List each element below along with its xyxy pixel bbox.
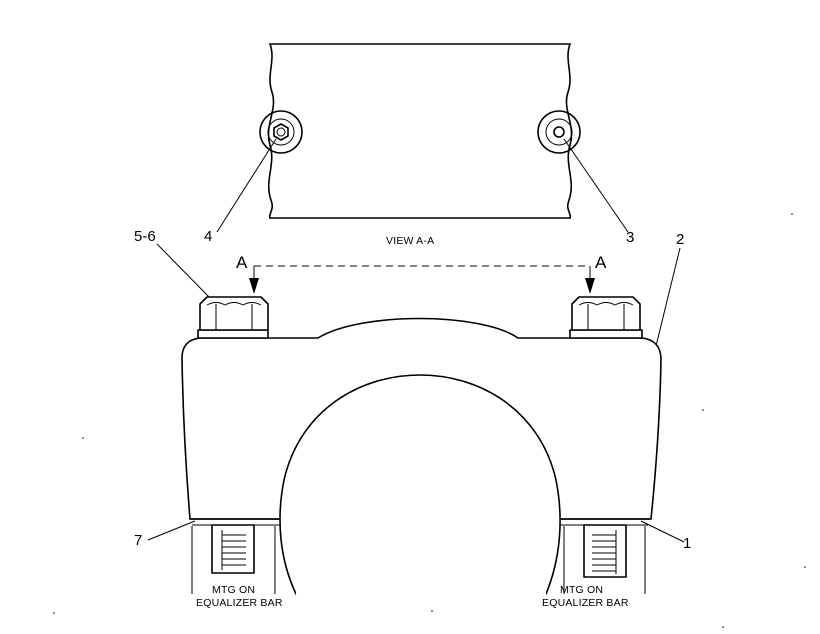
bore-arc	[279, 374, 561, 595]
stud-right-body	[583, 524, 627, 578]
section-mark-left: A	[236, 253, 248, 272]
callout-5-6: 5-6	[134, 228, 156, 245]
section-arrowhead-right	[585, 278, 595, 294]
bolt-right	[569, 296, 643, 339]
stud-right	[583, 524, 627, 578]
stud-left	[211, 524, 255, 574]
bolt-top-view-right	[537, 110, 581, 154]
leader-3	[563, 138, 629, 233]
right-break-line	[565, 43, 573, 219]
view-a-a: VIEW A-A	[259, 43, 581, 247]
bolt-top-view-left	[259, 110, 303, 154]
section-arrowhead-left	[249, 278, 259, 294]
hex-head-right	[571, 296, 641, 331]
bearing-cap	[181, 317, 662, 596]
mtg-note-left-line1: MTG ON	[212, 584, 255, 596]
leader-5-6	[156, 243, 213, 301]
leader-7	[147, 520, 196, 541]
washer-left	[197, 329, 269, 339]
view-label: VIEW A-A	[386, 235, 434, 247]
stud-left-body	[211, 524, 255, 574]
mtg-note-right-line1: MTG ON	[560, 584, 603, 596]
bolt-left	[197, 296, 269, 339]
washer-right	[569, 329, 643, 339]
leader-2	[655, 247, 681, 347]
callout-2: 2	[676, 231, 684, 248]
hex-head-left	[199, 296, 269, 331]
callout-1: 1	[683, 535, 691, 552]
section-mark-right: A	[595, 253, 607, 272]
callout-3: 3	[626, 229, 634, 246]
section-arrows: A A	[236, 253, 607, 294]
left-break-line	[267, 43, 275, 219]
scan-specks	[53, 213, 806, 628]
mtg-note-left-line2: EQUALIZER BAR	[196, 597, 283, 609]
leader-4	[216, 138, 277, 233]
leader-1	[640, 520, 685, 543]
mtg-note-right-line2: EQUALIZER BAR	[542, 597, 629, 609]
callout-7: 7	[134, 532, 142, 549]
callouts: 4 3 5-6 2 7 1	[134, 138, 691, 552]
callout-4: 4	[204, 228, 212, 245]
